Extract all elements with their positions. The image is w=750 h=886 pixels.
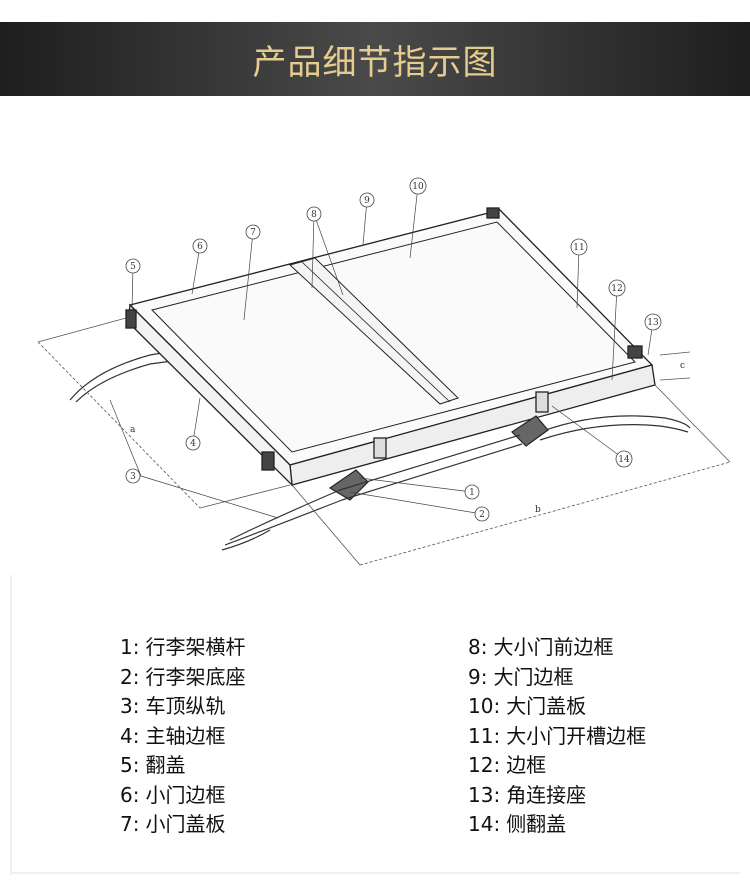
roof-box-drawing: a b c 1 2 3 4 5 6 7 8 9 10 11 12 13 (37, 177, 731, 566)
svg-text:7: 7 (250, 228, 256, 238)
svg-text:14: 14 (618, 455, 630, 465)
callout-5: 5 (125, 258, 141, 274)
callout-10: 10 (409, 177, 427, 195)
legend-item-2: 2:行李架底座 (120, 664, 246, 689)
callout-markers: 1 2 3 4 5 6 7 8 9 10 11 12 13 14 (125, 177, 662, 522)
box-body (125, 207, 656, 487)
svg-text:4: 4 (190, 439, 196, 449)
callout-13: 13 (644, 313, 662, 331)
crossbar (221, 434, 523, 551)
leader-lines (109, 185, 654, 519)
bottom-frame-line (10, 872, 740, 874)
page-title: 产品细节指示图 (252, 42, 498, 83)
callout-9: 9 (359, 192, 375, 208)
left-frame-line (10, 575, 12, 875)
legend-column-right: 8:大小门前边框 9:大门边框 10:大门盖板 11:大小门开槽边框 12:边框… (468, 633, 646, 840)
svg-text:1: 1 (469, 488, 475, 498)
dimension-lines (37, 317, 731, 566)
callout-1: 1 (464, 484, 480, 500)
svg-text:3: 3 (130, 472, 136, 482)
product-diagram: a b c 1 2 3 4 5 6 7 8 9 10 11 12 13 (0, 170, 750, 590)
legend-item-3: 3:车顶纵轨 (120, 694, 226, 718)
roof-rail-left (69, 349, 181, 403)
callout-6: 6 (192, 238, 208, 254)
svg-text:9: 9 (364, 196, 370, 206)
callout-3: 3 (125, 468, 141, 484)
svg-text:13: 13 (647, 318, 659, 328)
callout-4: 4 (185, 435, 201, 451)
svg-text:2: 2 (479, 510, 485, 520)
dimension-a: a (130, 425, 136, 435)
legend-item-11: 11:大小门开槽边框 (468, 723, 647, 748)
parts-legend: 1:行李架横杆 2:行李架底座 3:车顶纵轨 4:主轴边框 5:翻盖 6:小门边… (0, 625, 750, 855)
callout-11: 11 (570, 238, 588, 256)
svg-text:12: 12 (611, 284, 622, 294)
callout-14: 14 (615, 450, 633, 468)
dimension-b: b (535, 505, 541, 515)
roof-rail-right (539, 415, 691, 441)
legend-item-10: 10:大门盖板 (468, 694, 587, 718)
legend-item-1: 1:行李架横杆 (120, 635, 246, 659)
legend-item-6: 6:小门边框 (120, 782, 226, 807)
legend-item-7: 7:小门盖板 (120, 812, 226, 836)
legend-item-12: 12:边框 (468, 753, 547, 777)
legend-item-5: 5:翻盖 (120, 753, 186, 777)
legend-column-left: 1:行李架横杆 2:行李架底座 3:车顶纵轨 4:主轴边框 5:翻盖 6:小门边… (120, 633, 245, 840)
callout-12: 12 (608, 279, 626, 297)
callout-8: 8 (306, 206, 322, 222)
svg-text:11: 11 (573, 243, 584, 253)
legend-item-13: 13:角连接座 (468, 782, 587, 807)
legend-item-9: 9:大门边框 (468, 664, 574, 689)
dimension-c: c (680, 361, 685, 371)
callout-7: 7 (245, 224, 261, 240)
legend-item-4: 4:主轴边框 (120, 723, 226, 748)
header-banner: 产品细节指示图 (0, 22, 750, 96)
callout-2: 2 (474, 506, 490, 522)
svg-text:6: 6 (197, 242, 203, 252)
svg-text:10: 10 (412, 182, 424, 192)
legend-item-8: 8:大小门前边框 (468, 635, 614, 659)
legend-item-14: 14:侧翻盖 (468, 812, 567, 836)
svg-text:5: 5 (130, 262, 136, 272)
svg-text:8: 8 (311, 210, 317, 220)
